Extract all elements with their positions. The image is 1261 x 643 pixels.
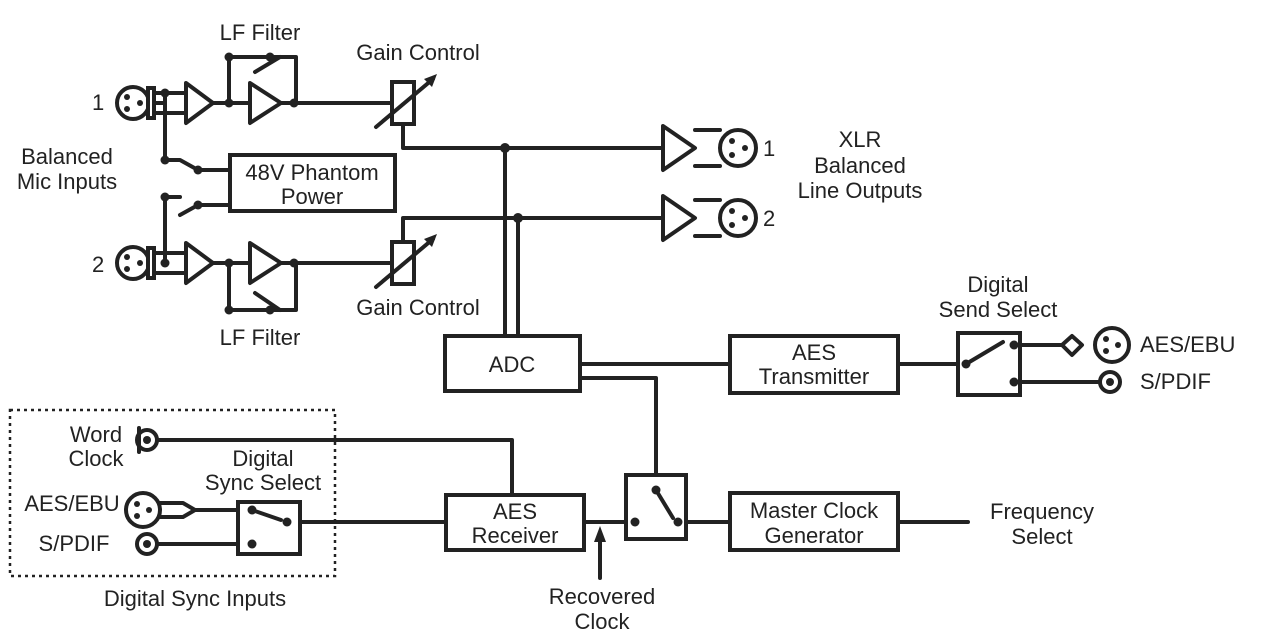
mic2-preamp (184, 241, 215, 285)
phantom-power-line2: Power (281, 184, 343, 209)
digital-send-title-line1: Digital (967, 272, 1028, 297)
clock-switch (630, 485, 683, 527)
mic1-xlr-connector (115, 85, 156, 121)
recovered-clock-arrow (594, 526, 606, 580)
digital-send-title-line2: Send Select (939, 297, 1058, 322)
gain-control-1 (374, 74, 437, 129)
aes-ebu-sync-label: AES/EBU (24, 491, 119, 516)
recovered-clock-line2: Clock (574, 609, 630, 634)
gain-control-bottom-label: Gain Control (356, 295, 480, 320)
balanced-mic-inputs-line1: Balanced (21, 144, 113, 169)
output2-driver (661, 194, 697, 242)
master-clock-line1: Master Clock (750, 498, 879, 523)
mic1-lf-filter-amp (248, 81, 283, 125)
spdif-output-label: S/PDIF (1140, 369, 1211, 394)
master-clock-box (728, 491, 900, 552)
clock-source-switch-box (624, 473, 688, 541)
phantom-power-line1: 48V Phantom (245, 160, 378, 185)
adc-label: ADC (489, 352, 536, 377)
digital-sync-inputs-label: Digital Sync Inputs (104, 586, 286, 611)
digital-sync-select-box (236, 500, 302, 556)
balanced-mic-inputs-line2: Mic Inputs (17, 169, 117, 194)
aes-transmitter-box (728, 334, 900, 395)
amplifiers (184, 81, 722, 285)
output2-number: 2 (763, 206, 775, 231)
digital-sync-inputs-group (8, 408, 337, 578)
gain-control-2 (374, 234, 437, 289)
frequency-select-line1: Frequency (990, 499, 1094, 524)
recovered-clock-line1: Recovered (549, 584, 655, 609)
output1-driver (661, 124, 697, 172)
mic2-number: 2 (92, 252, 104, 277)
word-clock-line2: Clock (68, 446, 124, 471)
junction-dots (160, 52, 523, 315)
phantom-power-box (228, 153, 397, 213)
spdif-output-connector (1098, 370, 1122, 394)
adc-box (443, 334, 582, 393)
word-clock-line1: Word (70, 422, 122, 447)
output1-xlr-connector (718, 128, 758, 168)
spdif-sync-connector (135, 532, 159, 556)
sync-select-title-line2: Sync Select (205, 470, 321, 495)
xlr-title-line2: Balanced (814, 153, 906, 178)
frequency-select-line2: Select (1011, 524, 1072, 549)
lf-filter-top-label: LF Filter (220, 20, 301, 45)
gain-control-top-label: Gain Control (356, 40, 480, 65)
aes-ebu-output-connector (1093, 326, 1131, 364)
output2-xlr-connector (718, 198, 758, 238)
mic1-number: 1 (92, 90, 104, 115)
mic2-lf-filter-amp (248, 241, 283, 285)
aes-ebu-output-label: AES/EBU (1140, 332, 1235, 357)
output1-number: 1 (763, 136, 775, 161)
aes-ebu-sync-connector (124, 491, 162, 529)
lf-filter-switches (253, 55, 282, 312)
sync-select-title-line1: Digital (232, 446, 293, 471)
aes-transmitter-line2: Transmitter (759, 364, 869, 389)
master-clock-line2: Generator (764, 523, 863, 548)
spdif-sync-label: S/PDIF (39, 531, 110, 556)
lf-filter-bottom-label: LF Filter (220, 325, 301, 350)
aes-transmitter-line1: AES (792, 340, 836, 365)
xlr-title-line1: XLR (839, 127, 882, 152)
aes-receiver-box (444, 493, 586, 552)
xlr-title-line3: Line Outputs (798, 178, 923, 203)
word-clock-connector (135, 426, 159, 454)
aes-receiver-line1: AES (493, 499, 537, 524)
send-select-switch (961, 340, 1019, 387)
aes-receiver-line2: Receiver (472, 523, 559, 548)
mic2-xlr-connector (115, 245, 156, 281)
sync-select-switch (247, 505, 292, 549)
mic1-preamp (184, 81, 215, 125)
